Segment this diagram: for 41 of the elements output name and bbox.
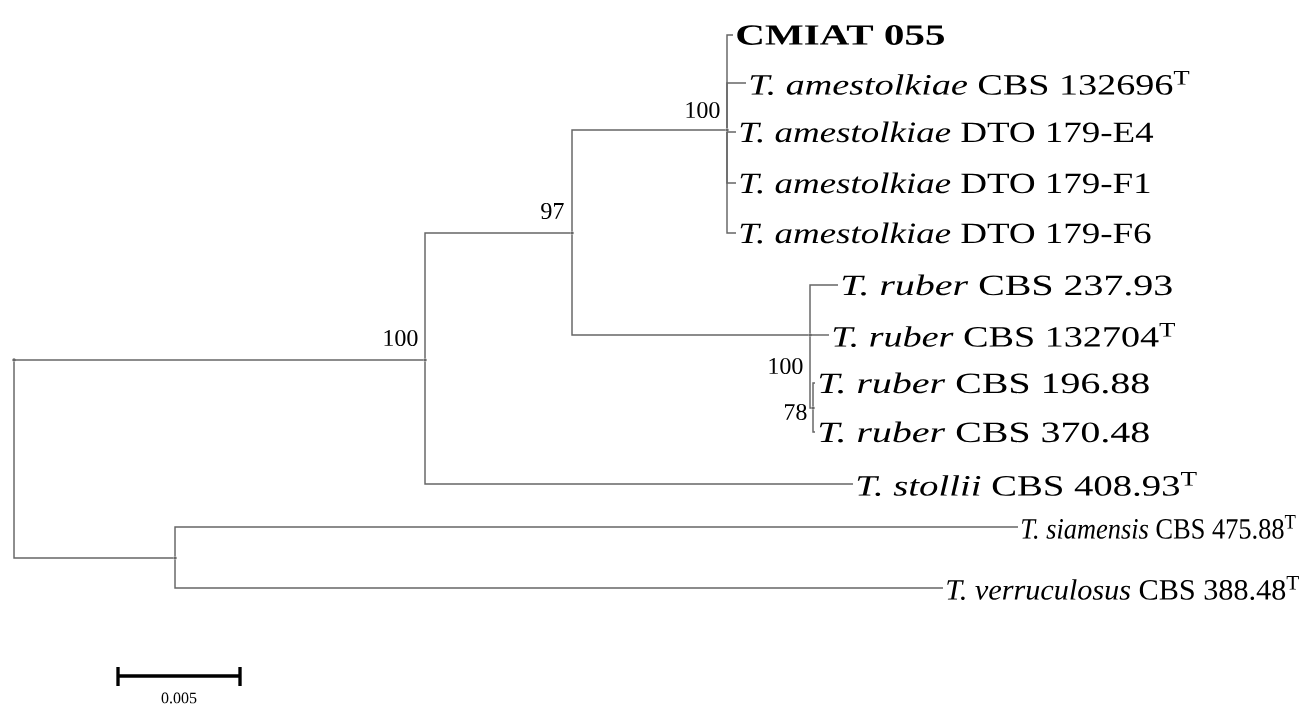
bootstrap-value: 78 bbox=[785, 403, 807, 421]
taxon-label: T. verruculosus CBS 388.48$^{T}$ bbox=[947, 576, 1299, 600]
tree-branch bbox=[13, 359, 424, 361]
tree-branch bbox=[571, 129, 726, 232]
branch-point bbox=[12, 358, 16, 362]
taxon-label: T. amestolkiae DTO 179-F1 bbox=[740, 172, 1150, 194]
taxon-label: T. amestolkiae DTO 179-F6 bbox=[740, 222, 1151, 244]
tree-branch bbox=[812, 382, 816, 407]
tree-branch bbox=[174, 526, 1019, 557]
tree-branch bbox=[571, 234, 809, 336]
tree-branch bbox=[424, 232, 571, 359]
tree-branch bbox=[809, 336, 812, 409]
taxon-label: T. ruber CBS 237.93 bbox=[842, 274, 1172, 296]
taxon-label: T. stollii CBS 408.93$^{T}$ bbox=[857, 472, 1197, 496]
tree-branch bbox=[809, 284, 839, 334]
branch-point bbox=[423, 358, 427, 362]
branch-point bbox=[811, 406, 815, 410]
taxon-label: T. ruber CBS 196.88 bbox=[819, 372, 1149, 394]
tree-branch bbox=[726, 82, 747, 129]
scale-label: 0.005 bbox=[161, 692, 197, 704]
tree-branch bbox=[13, 361, 174, 559]
branch-point bbox=[570, 231, 574, 235]
taxon-label: T. ruber CBS 370.48 bbox=[819, 421, 1149, 443]
tree-branch bbox=[812, 409, 816, 433]
bootstrap-value: 100 bbox=[384, 329, 418, 347]
taxon-label: T. amestolkiae DTO 179-E4 bbox=[740, 121, 1154, 143]
tree-branch bbox=[174, 559, 944, 589]
taxon-label: T. ruber CBS 132704$^{T}$ bbox=[833, 323, 1175, 347]
branch-point bbox=[173, 556, 177, 560]
taxon-label: T. amestolkiae CBS 132696$^{T}$ bbox=[750, 71, 1190, 95]
branch-point bbox=[808, 333, 812, 337]
tree-branch bbox=[726, 131, 737, 234]
tree-branch bbox=[726, 131, 737, 133]
bootstrap-value: 100 bbox=[686, 101, 720, 119]
bootstrap-value: 97 bbox=[541, 202, 564, 220]
bootstrap-value: 100 bbox=[769, 357, 803, 375]
taxon-label: T. siamensis CBS 475.88$^{T}$ bbox=[1022, 515, 1296, 539]
taxon-label: CMIAT 055 bbox=[737, 25, 944, 45]
branch-point bbox=[725, 128, 729, 132]
tree-branch bbox=[424, 361, 854, 485]
tree-branch bbox=[809, 334, 830, 336]
